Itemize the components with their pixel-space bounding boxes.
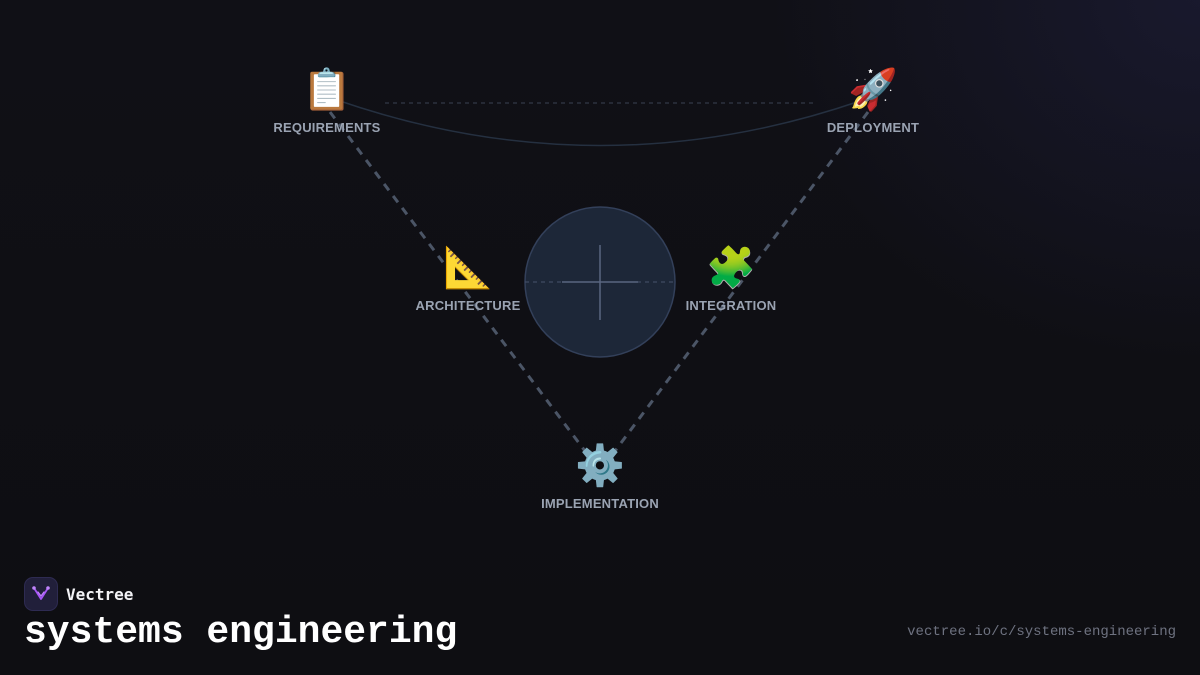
puzzle-piece-icon: 🧩 bbox=[706, 245, 756, 291]
node-deployment: 🚀 DEPLOYMENT bbox=[783, 66, 963, 135]
triangular-ruler-icon: 📐 bbox=[443, 245, 493, 291]
node-implementation: ⚙️ IMPLEMENTATION bbox=[510, 442, 690, 511]
brand[interactable]: Vectree bbox=[24, 577, 133, 611]
node-integration: 🧩 INTEGRATION bbox=[641, 244, 821, 313]
edge-requirements-deployment bbox=[339, 100, 861, 147]
node-requirements: 📋 REQUIREMENTS bbox=[237, 66, 417, 135]
edge-implementation-deployment bbox=[610, 111, 870, 456]
node-implementation-label: IMPLEMENTATION bbox=[541, 496, 659, 511]
node-architecture: 📐 ARCHITECTURE bbox=[378, 244, 558, 313]
node-integration-label: INTEGRATION bbox=[685, 298, 777, 313]
source-url[interactable]: vectree.io/c/systems-engineering bbox=[907, 624, 1176, 640]
brand-name: Vectree bbox=[66, 584, 134, 604]
rocket-icon: 🚀 bbox=[848, 67, 898, 113]
page-title: systems engineering bbox=[24, 611, 458, 654]
gear-icon: ⚙️ bbox=[575, 443, 625, 489]
edge-requirements-implementation bbox=[328, 111, 590, 456]
node-architecture-label: ARCHITECTURE bbox=[415, 298, 521, 313]
node-deployment-label: DEPLOYMENT bbox=[826, 120, 920, 135]
clipboard-icon: 📋 bbox=[302, 67, 352, 113]
vectree-logo-icon bbox=[24, 577, 58, 611]
node-requirements-label: REQUIREMENTS bbox=[273, 120, 381, 135]
